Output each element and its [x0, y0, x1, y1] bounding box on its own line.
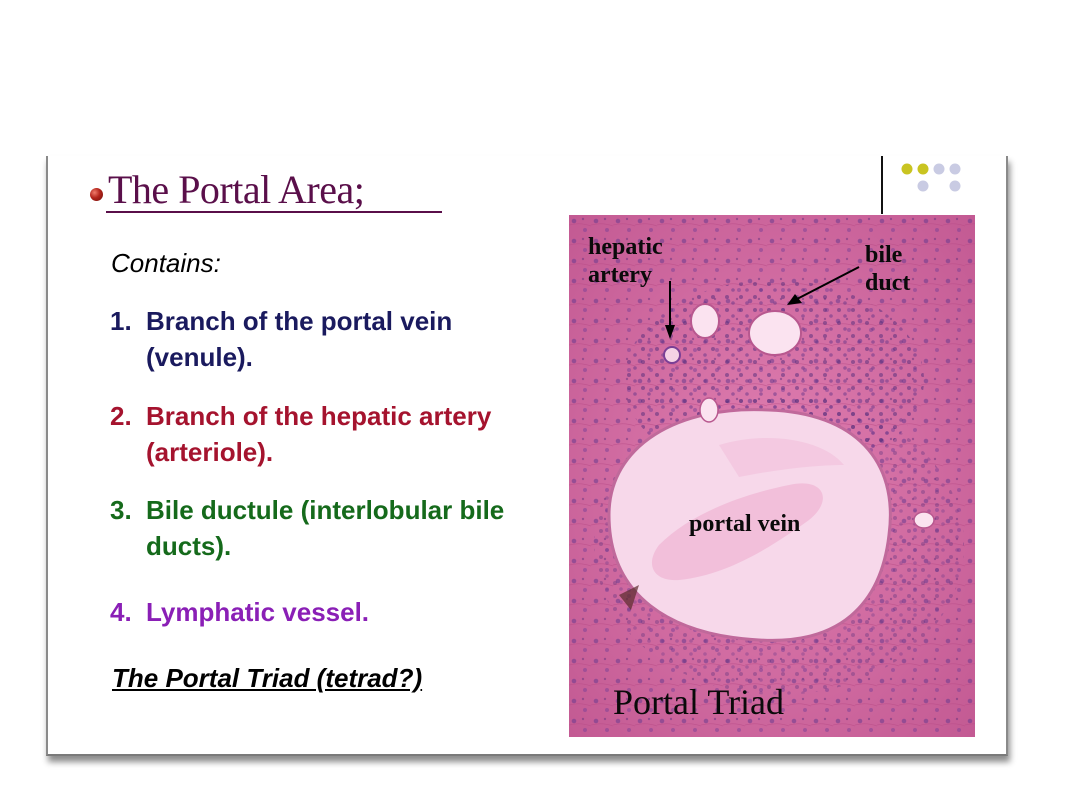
label-portal-triad: Portal Triad: [613, 682, 785, 722]
list-item-text: Bile ductule (interlobular bile ducts).: [146, 495, 505, 561]
label-portal-vein: portal vein: [689, 511, 801, 537]
title-underline: [106, 211, 442, 213]
list-item-text: Branch of the hepatic artery (arteriole)…: [146, 401, 492, 467]
list-item: 2. Branch of the hepatic artery (arterio…: [110, 398, 536, 470]
list-item-text: Lymphatic vessel.: [146, 597, 370, 627]
label-bile-line1: bile: [865, 242, 903, 268]
decorative-line: [881, 156, 883, 214]
label-hepatic-line1: hepatic: [588, 234, 663, 260]
histology-image: hepatic artery bile duct portal vein Por…: [569, 215, 975, 737]
list-item: 3. Bile ductule (interlobular bile ducts…: [110, 492, 536, 564]
list-item-number: 2.: [110, 401, 132, 431]
slide: The Portal Area; Contains: 1. Branch of …: [46, 156, 1008, 756]
bullet-icon: [90, 188, 103, 201]
label-hepatic-artery: hepatic artery: [588, 233, 663, 289]
list-item-text: Branch of the portal vein (venule).: [146, 306, 453, 372]
list-item-number: 1.: [110, 306, 132, 336]
list-item-number: 3.: [110, 495, 132, 525]
decorative-dots: [901, 163, 961, 192]
label-bile-line2: duct: [865, 270, 911, 296]
label-hepatic-line2: artery: [588, 262, 652, 288]
list-item: 1. Branch of the portal vein (venule).: [110, 303, 536, 375]
label-bile-duct: bile duct: [865, 241, 910, 297]
contains-label: Contains:: [111, 248, 221, 278]
list-item-number: 4.: [110, 597, 132, 627]
list-item: 4. Lymphatic vessel.: [110, 594, 536, 630]
tissue-illustration: [569, 215, 975, 737]
slide-title: The Portal Area;: [108, 167, 365, 212]
portal-triad-note: The Portal Triad (tetrad?): [112, 663, 423, 693]
